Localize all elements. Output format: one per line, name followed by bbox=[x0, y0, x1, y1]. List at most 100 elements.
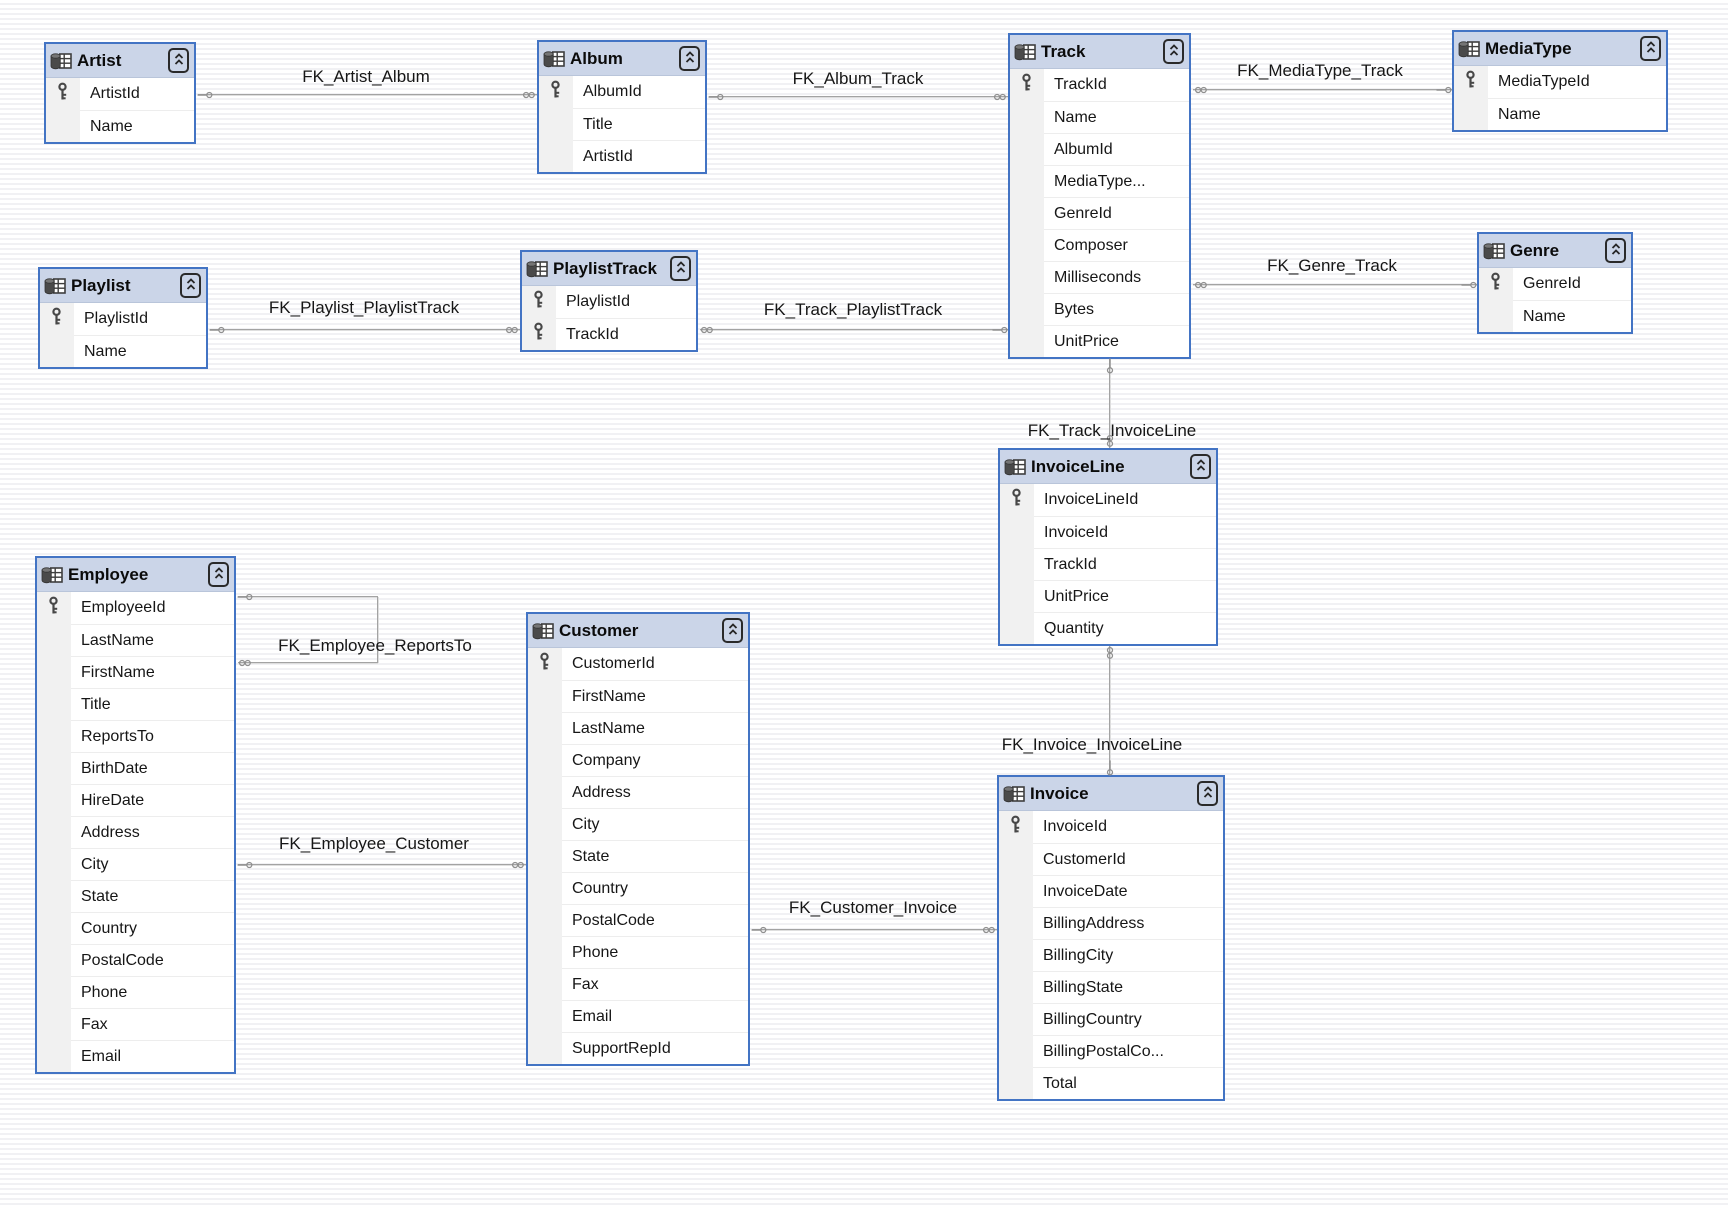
field-row[interactable]: TrackId bbox=[1010, 69, 1189, 101]
collapse-button[interactable] bbox=[1640, 36, 1661, 61]
relationship-label[interactable]: FK_Album_Track bbox=[792, 69, 924, 88]
relationship-label[interactable]: FK_MediaType_Track bbox=[1237, 61, 1403, 80]
field-row[interactable]: Fax bbox=[528, 968, 748, 1000]
field-row[interactable]: CustomerId bbox=[999, 843, 1223, 875]
field-row[interactable]: BillingCity bbox=[999, 939, 1223, 971]
field-row[interactable]: EmployeeId bbox=[37, 592, 234, 624]
relationship-label[interactable]: FK_Customer_Invoice bbox=[788, 898, 958, 917]
table-header[interactable]: MediaType bbox=[1454, 32, 1666, 66]
field-row[interactable]: SupportRepId bbox=[528, 1032, 748, 1064]
field-row[interactable]: ReportsTo bbox=[37, 720, 234, 752]
field-row[interactable]: Bytes bbox=[1010, 293, 1189, 325]
relationship-label[interactable]: FK_Artist_Album bbox=[302, 67, 430, 86]
field-row[interactable]: Quantity bbox=[1000, 612, 1216, 644]
field-row[interactable]: ArtistId bbox=[539, 140, 705, 172]
field-row[interactable]: MediaType... bbox=[1010, 165, 1189, 197]
field-row[interactable]: Name bbox=[1479, 300, 1631, 332]
field-row[interactable]: Total bbox=[999, 1067, 1223, 1099]
collapse-button[interactable] bbox=[180, 273, 201, 298]
field-row[interactable]: Phone bbox=[37, 976, 234, 1008]
field-row[interactable]: CustomerId bbox=[528, 648, 748, 680]
relationship-line[interactable] bbox=[752, 929, 997, 931]
relationship-label[interactable]: FK_Genre_Track bbox=[1267, 256, 1397, 275]
field-row[interactable]: ArtistId bbox=[46, 78, 194, 110]
field-row[interactable]: Phone bbox=[528, 936, 748, 968]
field-row[interactable]: Title bbox=[37, 688, 234, 720]
field-row[interactable]: Country bbox=[528, 872, 748, 904]
field-row[interactable]: Company bbox=[528, 744, 748, 776]
table-header[interactable]: PlaylistTrack bbox=[522, 252, 696, 286]
field-row[interactable]: FirstName bbox=[528, 680, 748, 712]
field-row[interactable]: TrackId bbox=[522, 318, 696, 350]
table-header[interactable]: Genre bbox=[1479, 234, 1631, 268]
field-row[interactable]: InvoiceLineId bbox=[1000, 484, 1216, 516]
relationship-label[interactable]: FK_Playlist_PlaylistTrack bbox=[268, 298, 460, 317]
field-row[interactable]: Name bbox=[46, 110, 194, 142]
collapse-button[interactable] bbox=[208, 562, 229, 587]
relationship-line[interactable] bbox=[377, 597, 379, 663]
table-header[interactable]: Invoice bbox=[999, 777, 1223, 811]
table-header[interactable]: InvoiceLine bbox=[1000, 450, 1216, 484]
field-row[interactable]: UnitPrice bbox=[1010, 325, 1189, 357]
field-row[interactable]: GenreId bbox=[1479, 268, 1631, 300]
field-row[interactable]: State bbox=[37, 880, 234, 912]
field-row[interactable]: City bbox=[37, 848, 234, 880]
field-row[interactable]: PostalCode bbox=[528, 904, 748, 936]
field-row[interactable]: Email bbox=[37, 1040, 234, 1072]
collapse-button[interactable] bbox=[670, 256, 691, 281]
relationship-line[interactable] bbox=[238, 662, 378, 664]
collapse-button[interactable] bbox=[1163, 39, 1184, 64]
field-row[interactable]: Composer bbox=[1010, 229, 1189, 261]
relationship-line[interactable] bbox=[1193, 284, 1477, 286]
field-row[interactable]: Name bbox=[1010, 101, 1189, 133]
field-row[interactable]: BillingAddress bbox=[999, 907, 1223, 939]
field-row[interactable]: InvoiceDate bbox=[999, 875, 1223, 907]
field-row[interactable]: HireDate bbox=[37, 784, 234, 816]
relationship-label[interactable]: FK_Invoice_InvoiceLine bbox=[1001, 735, 1183, 754]
field-row[interactable]: MediaTypeId bbox=[1454, 66, 1666, 98]
field-row[interactable]: LastName bbox=[528, 712, 748, 744]
relationship-line[interactable] bbox=[1109, 359, 1111, 448]
field-row[interactable]: BillingState bbox=[999, 971, 1223, 1003]
collapse-button[interactable] bbox=[679, 46, 700, 71]
relationship-line[interactable] bbox=[238, 596, 378, 598]
relationship-line[interactable] bbox=[700, 329, 1008, 331]
field-row[interactable]: AlbumId bbox=[539, 76, 705, 108]
field-row[interactable]: AlbumId bbox=[1010, 133, 1189, 165]
table-header[interactable]: Track bbox=[1010, 35, 1189, 69]
field-row[interactable]: InvoiceId bbox=[999, 811, 1223, 843]
field-row[interactable]: UnitPrice bbox=[1000, 580, 1216, 612]
relationship-line[interactable] bbox=[1193, 89, 1452, 91]
field-row[interactable]: BirthDate bbox=[37, 752, 234, 784]
field-row[interactable]: Address bbox=[37, 816, 234, 848]
field-row[interactable]: Email bbox=[528, 1000, 748, 1032]
field-row[interactable]: Title bbox=[539, 108, 705, 140]
relationship-line[interactable] bbox=[238, 864, 526, 866]
field-row[interactable]: Address bbox=[528, 776, 748, 808]
field-row[interactable]: FirstName bbox=[37, 656, 234, 688]
field-row[interactable]: InvoiceId bbox=[1000, 516, 1216, 548]
relationship-label[interactable]: FK_Employee_Customer bbox=[279, 834, 469, 853]
relationship-line[interactable] bbox=[1109, 646, 1111, 775]
collapse-button[interactable] bbox=[1605, 238, 1626, 263]
field-row[interactable]: PlaylistId bbox=[522, 286, 696, 318]
field-row[interactable]: BillingCountry bbox=[999, 1003, 1223, 1035]
collapse-button[interactable] bbox=[168, 48, 189, 73]
relationship-label[interactable]: FK_Track_InvoiceLine bbox=[1027, 421, 1197, 440]
table-header[interactable]: Employee bbox=[37, 558, 234, 592]
table-header[interactable]: Artist bbox=[46, 44, 194, 78]
field-row[interactable]: PlaylistId bbox=[40, 303, 206, 335]
field-row[interactable]: City bbox=[528, 808, 748, 840]
field-row[interactable]: Fax bbox=[37, 1008, 234, 1040]
